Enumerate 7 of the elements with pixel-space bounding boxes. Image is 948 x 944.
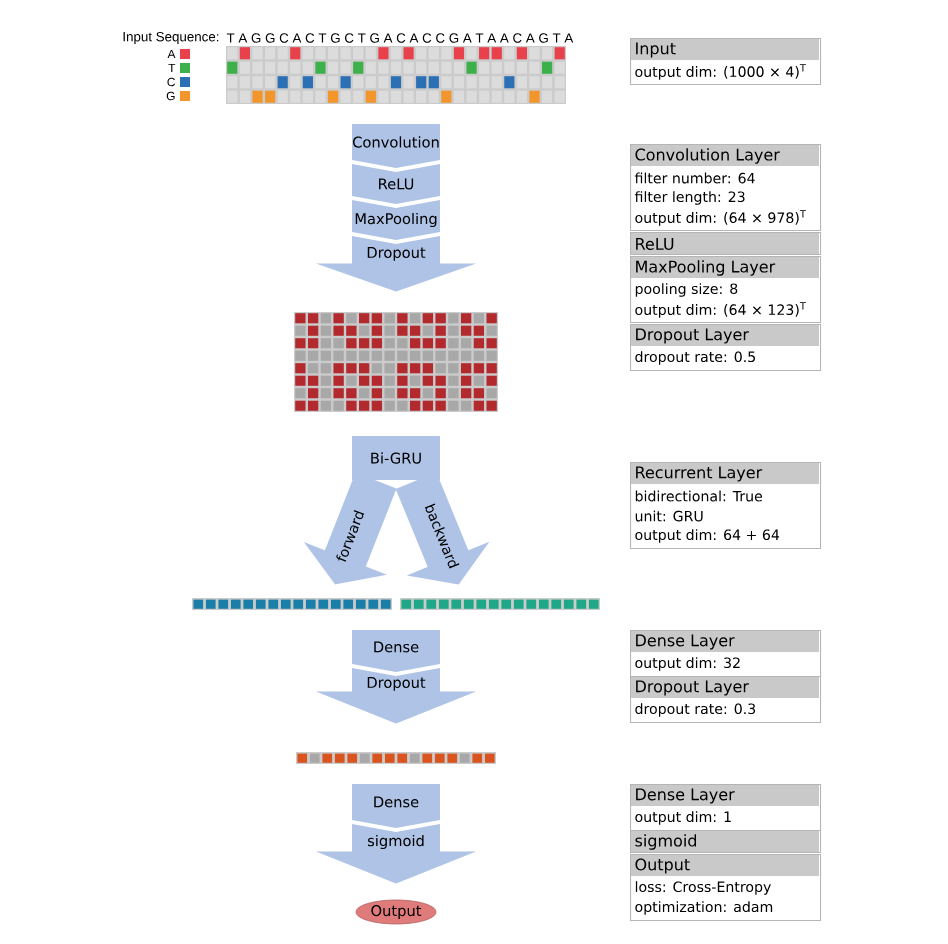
feature-vector — [296, 752, 496, 764]
layer-info-panel: ReLU — [630, 232, 822, 256]
feature-map-grid — [294, 312, 498, 412]
feature-vector — [400, 598, 600, 610]
one-hot-matrix — [226, 46, 566, 104]
layer-info-panel: sigmoid — [630, 830, 822, 854]
feature-vector — [192, 598, 392, 610]
